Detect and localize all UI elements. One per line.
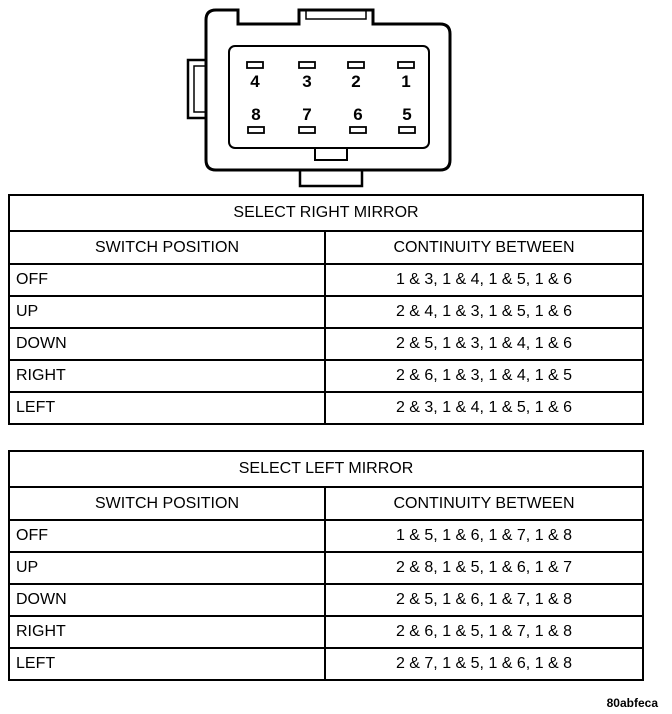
switch-position-cell: LEFT bbox=[8, 647, 326, 681]
switch-position-cell: RIGHT bbox=[8, 359, 326, 393]
pin-slot bbox=[298, 61, 316, 69]
continuity-cell: 1 & 3, 1 & 4, 1 & 5, 1 & 6 bbox=[324, 263, 644, 297]
table-row: LEFT 2 & 3, 1 & 4, 1 & 5, 1 & 6 bbox=[8, 391, 644, 425]
switch-position-cell: OFF bbox=[8, 263, 326, 297]
connector-diagram: 4 3 2 1 8 7 6 5 bbox=[186, 8, 452, 188]
table-row: UP 2 & 4, 1 & 3, 1 & 5, 1 & 6 bbox=[8, 295, 644, 329]
pin-number-5: 5 bbox=[402, 105, 411, 124]
table-row: UP 2 & 8, 1 & 5, 1 & 6, 1 & 7 bbox=[8, 551, 644, 585]
table-row: RIGHT 2 & 6, 1 & 3, 1 & 4, 1 & 5 bbox=[8, 359, 644, 393]
pin-slot bbox=[246, 61, 264, 69]
pin-number-6: 6 bbox=[353, 105, 362, 124]
table-header-row: SWITCH POSITION CONTINUITY BETWEEN bbox=[8, 486, 644, 521]
pin-number-1: 1 bbox=[401, 72, 410, 91]
table-header-row: SWITCH POSITION CONTINUITY BETWEEN bbox=[8, 230, 644, 265]
continuity-cell: 2 & 7, 1 & 5, 1 & 6, 1 & 8 bbox=[324, 647, 644, 681]
pin-number-8: 8 bbox=[251, 105, 260, 124]
continuity-cell: 2 & 8, 1 & 5, 1 & 6, 1 & 7 bbox=[324, 551, 644, 585]
continuity-cell: 2 & 5, 1 & 3, 1 & 4, 1 & 6 bbox=[324, 327, 644, 361]
connector-housing bbox=[204, 8, 452, 172]
connector-side-tab-inner bbox=[193, 65, 205, 113]
header-continuity-between: CONTINUITY BETWEEN bbox=[324, 230, 644, 265]
table-title-row: SELECT LEFT MIRROR bbox=[8, 450, 644, 488]
switch-position-cell: LEFT bbox=[8, 391, 326, 425]
connector-cavity bbox=[228, 45, 430, 149]
pin-slot bbox=[349, 126, 367, 134]
table-row: DOWN 2 & 5, 1 & 6, 1 & 7, 1 & 8 bbox=[8, 583, 644, 617]
left-mirror-table: SELECT LEFT MIRROR SWITCH POSITION CONTI… bbox=[8, 450, 644, 681]
table-title: SELECT LEFT MIRROR bbox=[8, 450, 644, 488]
pin-number-3: 3 bbox=[302, 72, 311, 91]
pin-slot bbox=[397, 61, 415, 69]
switch-position-cell: OFF bbox=[8, 519, 326, 553]
connector-latch bbox=[305, 10, 367, 20]
table-row: RIGHT 2 & 6, 1 & 5, 1 & 7, 1 & 8 bbox=[8, 615, 644, 649]
header-continuity-between: CONTINUITY BETWEEN bbox=[324, 486, 644, 521]
table-row: DOWN 2 & 5, 1 & 3, 1 & 4, 1 & 6 bbox=[8, 327, 644, 361]
switch-position-cell: DOWN bbox=[8, 327, 326, 361]
header-switch-position: SWITCH POSITION bbox=[8, 230, 326, 265]
continuity-cell: 2 & 5, 1 & 6, 1 & 7, 1 & 8 bbox=[324, 583, 644, 617]
continuity-cell: 2 & 4, 1 & 3, 1 & 5, 1 & 6 bbox=[324, 295, 644, 329]
switch-position-cell: UP bbox=[8, 551, 326, 585]
right-mirror-table: SELECT RIGHT MIRROR SWITCH POSITION CONT… bbox=[8, 194, 644, 425]
pin-number-4: 4 bbox=[250, 72, 260, 91]
table-row: OFF 1 & 5, 1 & 6, 1 & 7, 1 & 8 bbox=[8, 519, 644, 553]
connector-bottom-tab bbox=[298, 170, 364, 188]
pin-slot bbox=[298, 126, 316, 134]
table-row: LEFT 2 & 7, 1 & 5, 1 & 6, 1 & 8 bbox=[8, 647, 644, 681]
figure-reference-code: 80abfeca bbox=[606, 696, 658, 710]
pin-number-7: 7 bbox=[302, 105, 311, 124]
pin-slot bbox=[398, 126, 416, 134]
header-switch-position: SWITCH POSITION bbox=[8, 486, 326, 521]
table-title-row: SELECT RIGHT MIRROR bbox=[8, 194, 644, 232]
table-title: SELECT RIGHT MIRROR bbox=[8, 194, 644, 232]
continuity-cell: 1 & 5, 1 & 6, 1 & 7, 1 & 8 bbox=[324, 519, 644, 553]
pin-number-2: 2 bbox=[351, 72, 360, 91]
switch-position-cell: DOWN bbox=[8, 583, 326, 617]
table-row: OFF 1 & 3, 1 & 4, 1 & 5, 1 & 6 bbox=[8, 263, 644, 297]
pin-slot bbox=[347, 61, 365, 69]
switch-position-cell: RIGHT bbox=[8, 615, 326, 649]
pin-slot bbox=[247, 126, 265, 134]
continuity-cell: 2 & 6, 1 & 5, 1 & 7, 1 & 8 bbox=[324, 615, 644, 649]
connector-side-tab bbox=[186, 58, 205, 120]
connector-bottom-key bbox=[314, 148, 348, 161]
continuity-cell: 2 & 3, 1 & 4, 1 & 5, 1 & 6 bbox=[324, 391, 644, 425]
continuity-cell: 2 & 6, 1 & 3, 1 & 4, 1 & 5 bbox=[324, 359, 644, 393]
switch-position-cell: UP bbox=[8, 295, 326, 329]
